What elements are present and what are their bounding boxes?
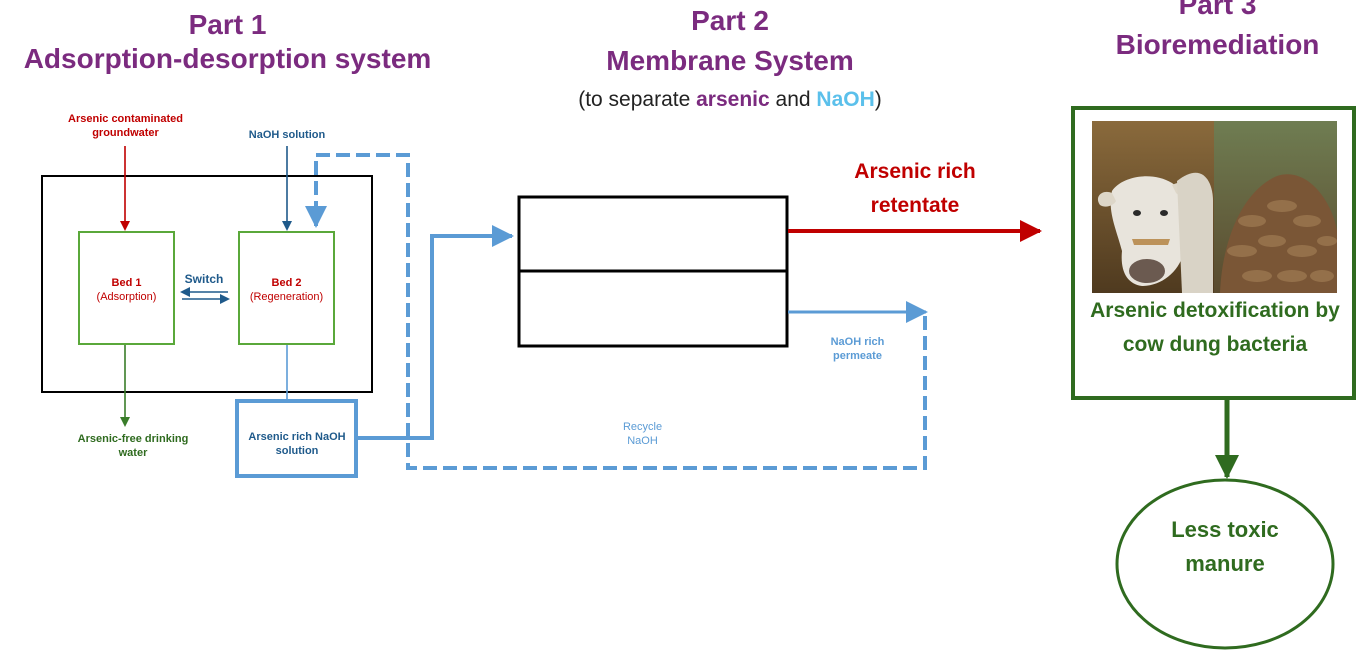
subtitle-naoh: NaOH <box>816 88 875 111</box>
rich-naoh-box <box>235 399 358 478</box>
bed1-subtitle: (Adsorption) <box>96 291 157 303</box>
recycle-label: Recycle NaOH <box>622 421 663 447</box>
part2-title-line2: Membrane System <box>606 45 854 76</box>
groundwater-label: Arsenic contaminated groundwater <box>68 113 183 139</box>
subtitle-close: ) <box>874 88 882 111</box>
bed2-subtitle: (Regeneration) <box>249 291 324 303</box>
part3-title-line1: Part 3 <box>1178 0 1257 20</box>
part1-title: Part 1 Adsorption-desorption system <box>0 8 455 76</box>
part2-subtitle: (to separate arsenic and NaOH) <box>545 88 915 112</box>
part2-title-line1: Part 2 <box>691 5 769 36</box>
drinking-water-label: Arsenic-free drinking water <box>77 433 189 459</box>
retentate-label: Arsenic rich retentate <box>854 160 976 217</box>
cow-dung-illustration <box>1092 121 1337 293</box>
switch-label: Switch <box>184 272 224 286</box>
part3-title-line2: Bioremediation <box>1115 29 1320 60</box>
naoh-solution-label: NaOH solution <box>248 129 326 141</box>
result-ellipse <box>1115 478 1335 650</box>
adsorption-system-frame <box>41 175 373 393</box>
cow-dung-photo <box>1092 121 1337 293</box>
permeate-label: NaOH rich permeate <box>830 336 885 362</box>
subtitle-open: (to separate <box>578 88 697 111</box>
bed2-box <box>238 231 335 345</box>
part1-title-line1: Part 1 <box>188 9 267 40</box>
rich-naoh-label: Arsenic rich NaOH solution <box>248 431 346 457</box>
bed1-title: Bed 1 <box>111 277 142 289</box>
bioremediation-text: Arsenic detoxification by cow dung bacte… <box>1090 299 1340 356</box>
subtitle-arsenic: arsenic <box>696 88 770 111</box>
part3-title: Part 3 Bioremediation <box>1080 0 1355 62</box>
membrane-feed-line <box>357 225 514 440</box>
recycle-loop <box>305 153 927 470</box>
bed1-label: Bed 1 (Adsorption) <box>79 276 174 304</box>
bed2-title: Bed 2 <box>271 277 302 289</box>
bed2-label: Bed 2 (Regeneration) <box>239 276 334 304</box>
part1-title-line2: Adsorption-desorption system <box>23 43 432 74</box>
result-text: Less toxic manure <box>1171 517 1279 576</box>
part2-title: Part 2 Membrane System <box>545 4 915 78</box>
bed1-box <box>78 231 175 345</box>
subtitle-and: and <box>769 88 817 111</box>
